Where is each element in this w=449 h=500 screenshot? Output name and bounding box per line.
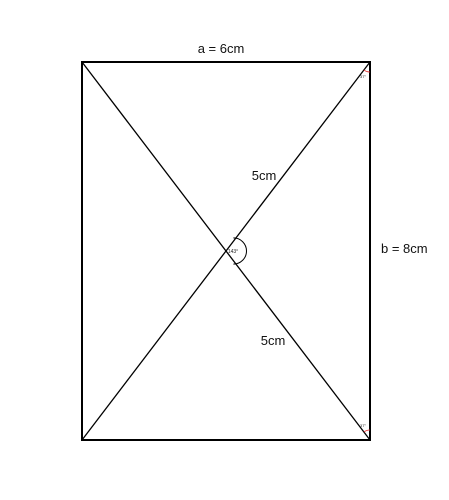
corner-angle-arc-top: [363, 69, 371, 73]
corner-angle-label-bottom: 37°: [360, 423, 366, 428]
corner-angle-label-top: 37°: [360, 74, 366, 79]
diagonal-top-right-to-bottom-left: [81, 61, 371, 441]
corner-angle-arc-bottom: [363, 429, 371, 433]
segment-lower-label: 5cm: [261, 333, 286, 348]
rectangle: [81, 61, 371, 441]
center-angle-arc: [233, 237, 247, 265]
side-b-label: b = 8cm: [381, 241, 428, 256]
center-angle-label: 143°: [228, 249, 238, 255]
segment-upper-label: 5cm: [252, 168, 277, 183]
side-a-label: a = 6cm: [198, 41, 245, 56]
